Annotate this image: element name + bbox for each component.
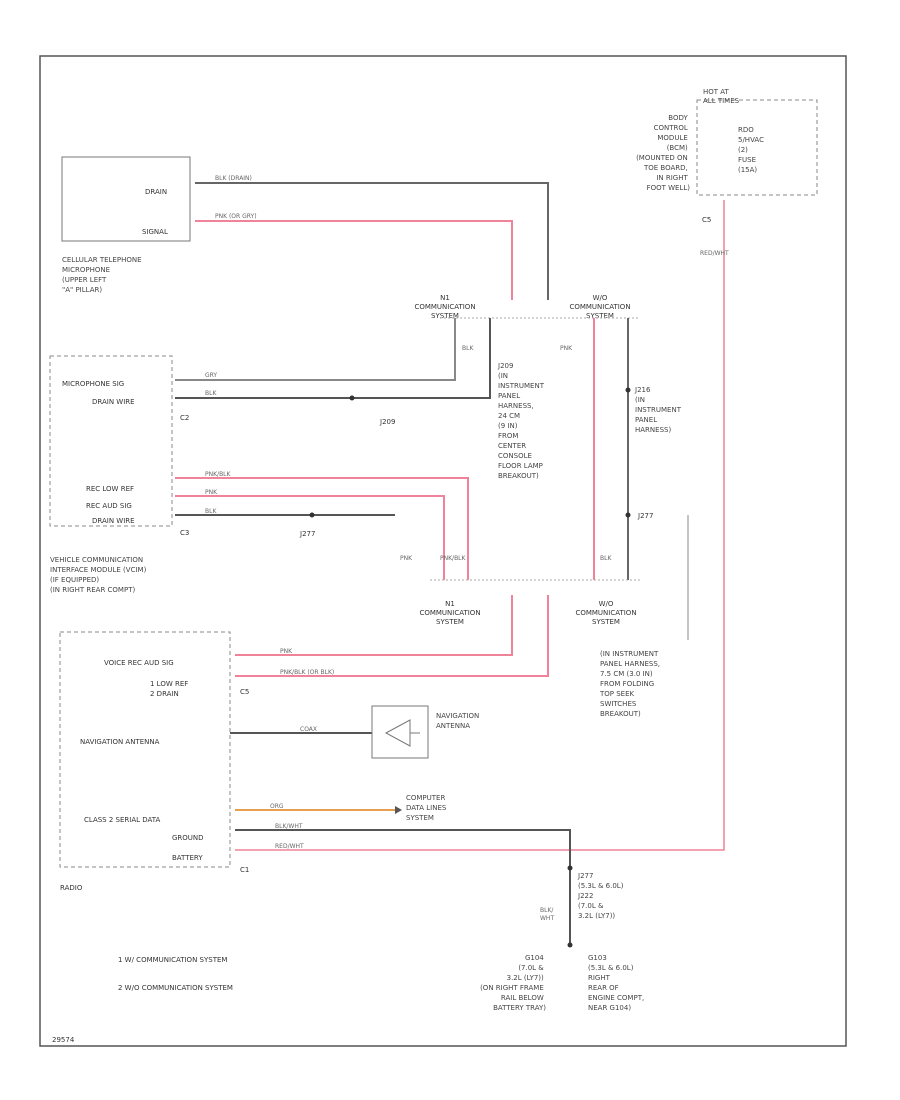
j277-right-label: J277 bbox=[637, 512, 653, 520]
pink-down-left bbox=[235, 595, 513, 656]
cell-mic-box bbox=[61, 156, 191, 242]
pnkblk-label-b: PNK/BLK bbox=[440, 555, 467, 562]
j277-mid-splice bbox=[309, 512, 315, 518]
vcim-label: VEHICLE COMMUNICATION INTERFACE MODULE (… bbox=[50, 556, 149, 594]
vcim-drain-wire-label: BLK bbox=[205, 390, 217, 397]
ground-splice bbox=[567, 942, 573, 948]
g-right-label: G103 (5.3L & 6.0L) RIGHT REAR OF ENGINE … bbox=[588, 954, 646, 1012]
legend-item-1: 1 W/ COMMUNICATION SYSTEM bbox=[118, 956, 227, 964]
mic-drain-wire-label: BLK (DRAIN) bbox=[215, 175, 252, 182]
ground-wire bbox=[235, 829, 571, 945]
coax-label: COAX bbox=[300, 726, 317, 733]
j277-right-splice bbox=[625, 512, 631, 518]
j277-mid-label: J277 bbox=[299, 530, 315, 538]
antenna-icon bbox=[384, 719, 420, 747]
mic-drain-wire bbox=[195, 182, 549, 300]
vcim-c2-connector: C2 bbox=[180, 414, 189, 422]
blk-wht-vertical-label: BLK/ WHT bbox=[540, 907, 555, 922]
computer-data-label: COMPUTER DATA LINES SYSTEM bbox=[406, 794, 449, 822]
vcim-reclow-wire bbox=[175, 477, 469, 580]
org-label: ORG bbox=[270, 803, 284, 810]
radio-c5: C5 bbox=[240, 688, 249, 696]
legend-item-2: 2 W/O COMMUNICATION SYSTEM bbox=[118, 984, 233, 992]
mic-signal-wire-label: PNK (OR GRY) bbox=[215, 213, 257, 220]
radio-voice-pin: VOICE REC AUD SIG bbox=[104, 659, 174, 667]
vcim-recaud-wire bbox=[175, 495, 445, 580]
bcm-label: BODY CONTROL MODULE (BCM) (MOUNTED ON TO… bbox=[636, 114, 690, 192]
blk-label-b: BLK bbox=[600, 555, 612, 562]
radio-class2-pin: CLASS 2 SERIAL DATA bbox=[84, 816, 160, 824]
j216-label: J216 (IN INSTRUMENT PANEL HARNESS) bbox=[634, 386, 683, 434]
vcim-mic-wire bbox=[175, 318, 456, 381]
blk-label-a: BLK bbox=[462, 345, 474, 352]
vcim-drain-pin: DRAIN WIRE bbox=[92, 398, 135, 406]
radio-box bbox=[59, 631, 231, 868]
vcim-mic-sig-pin: MICROPHONE SIG bbox=[62, 380, 124, 388]
g-left-label: G104 (7.0L & 3.2L (LY7)) (ON RIGHT FRAME… bbox=[480, 954, 546, 1012]
radio-c1: C1 bbox=[240, 866, 249, 874]
vcim-mic-wire-label: GRY bbox=[205, 372, 217, 379]
radio-label: RADIO bbox=[60, 884, 83, 892]
j277-bottom-label: J277 (5.3L & 6.0L) J222 (7.0L & 3.2L (LY… bbox=[577, 872, 626, 920]
j209-small-label: J209 bbox=[379, 418, 395, 426]
vcim-rec-aud-pin: REC AUD SIG bbox=[86, 502, 132, 510]
vcim-rec-low-pin: REC LOW REF bbox=[86, 485, 134, 493]
cell-mic-signal-pin: SIGNAL bbox=[142, 228, 168, 236]
vcim-drain-splice bbox=[349, 395, 355, 401]
ip-breakout-label: (IN INSTRUMENT PANEL HARNESS, 7.5 CM (3.… bbox=[599, 650, 662, 718]
vcim-drain-wire bbox=[175, 318, 491, 399]
pnk-label-b: PNK bbox=[400, 555, 413, 562]
hot-at-all-times: HOT AT ALL TIMES bbox=[703, 88, 740, 105]
red-wht-label: RED/WHT bbox=[275, 843, 304, 850]
footer-code: 29574 bbox=[52, 1036, 75, 1044]
j277-bottom-splice bbox=[567, 865, 573, 871]
radio-pnkblk-label: PNK/BLK (OR BLK) bbox=[280, 669, 334, 676]
nav-antenna-label: NAVIGATION ANTENNA bbox=[436, 712, 481, 730]
nav-antenna-box bbox=[371, 705, 429, 759]
radio-pnk-label: PNK bbox=[280, 648, 293, 655]
vcim-box bbox=[49, 355, 173, 527]
radio-ground-pin: GROUND bbox=[172, 834, 204, 842]
fuse-label: RDO 5/HVAC (2) FUSE (15A) bbox=[738, 126, 766, 174]
red-wht-vertical-label: RED/WHT bbox=[700, 250, 729, 257]
fuse-box bbox=[696, 99, 818, 196]
pink-down-right bbox=[235, 595, 549, 677]
radio-nav-pin: NAVIGATION ANTENNA bbox=[80, 738, 160, 746]
class2-arrow bbox=[395, 806, 402, 814]
blk-wht-label: BLK/WHT bbox=[275, 823, 303, 830]
j209-label: J209 (IN INSTRUMENT PANEL HARNESS, 24 CM… bbox=[497, 362, 546, 480]
vcim-reclow-wire-label: PNK/BLK bbox=[205, 471, 232, 478]
cell-mic-drain-pin: DRAIN bbox=[145, 188, 167, 196]
battery-feed-wire bbox=[235, 200, 725, 851]
radio-battery-pin: BATTERY bbox=[172, 854, 203, 862]
vcim-c3-connector: C3 bbox=[180, 529, 189, 537]
j216-splice bbox=[625, 387, 631, 393]
cell-mic-label: CELLULAR TELEPHONE MICROPHONE (UPPER LEF… bbox=[62, 256, 144, 294]
mic-signal-wire bbox=[195, 220, 513, 300]
vcim-recaud-wire-label: PNK bbox=[205, 489, 218, 496]
vcim-drain2-pin: DRAIN WIRE bbox=[92, 517, 135, 525]
pnk-label-a: PNK bbox=[560, 345, 573, 352]
vcim-drain2-wire-label: BLK bbox=[205, 508, 217, 515]
bcm-c5: C5 bbox=[702, 216, 711, 224]
diagram-border bbox=[39, 55, 847, 1047]
